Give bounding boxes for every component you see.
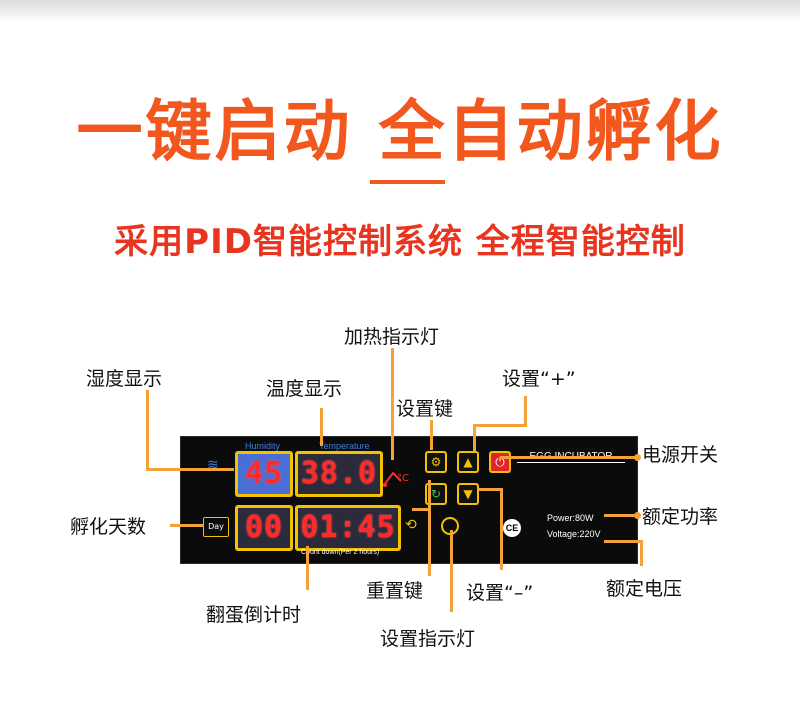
callout-line bbox=[524, 396, 527, 426]
callout-line bbox=[430, 420, 433, 450]
egg-turn-icon: ⟲ bbox=[405, 517, 417, 533]
set-button[interactable]: ⚙ bbox=[425, 451, 447, 473]
minus-button[interactable]: ▼ bbox=[457, 483, 479, 505]
callout-line bbox=[500, 456, 636, 459]
label-rated-voltage: 额定电压 bbox=[606, 578, 683, 600]
settings-icon: ⚙ bbox=[430, 455, 442, 469]
power-rating: Power:80W bbox=[547, 513, 594, 523]
temperature-label: Temperature bbox=[319, 441, 370, 451]
label-humidity-display: 湿度显示 bbox=[86, 368, 163, 390]
subline: 采用PID智能控制系统 全程智能控制 bbox=[114, 222, 686, 262]
countdown-caption: Count down(Per 2 hours) bbox=[301, 549, 380, 556]
temperature-value: 38.0 bbox=[300, 456, 378, 491]
ce-mark: CE bbox=[503, 519, 521, 537]
label-set-plus: 设置“+” bbox=[502, 368, 576, 390]
label-temperature-display: 温度显示 bbox=[266, 378, 343, 400]
power-icon: ⏻ bbox=[495, 455, 505, 469]
callout-line bbox=[170, 524, 204, 527]
top-shadow-bar bbox=[0, 0, 800, 22]
callout-line bbox=[146, 390, 149, 470]
plus-button[interactable]: ▲ bbox=[457, 451, 479, 473]
label-hatch-days: 孵化天数 bbox=[70, 516, 147, 538]
days-display: 00 bbox=[235, 505, 293, 551]
label-reset-key: 重置键 bbox=[366, 580, 424, 602]
arrow-down-icon: ▼ bbox=[463, 487, 473, 501]
callout-line bbox=[146, 468, 234, 471]
callout-line bbox=[306, 546, 309, 590]
callout-dot bbox=[634, 454, 641, 461]
callout-line bbox=[391, 348, 394, 460]
callout-line bbox=[640, 540, 643, 566]
power-button[interactable]: ⏻ bbox=[489, 451, 511, 473]
day-icon: Day bbox=[203, 517, 229, 537]
humidity-icon: ≋ bbox=[207, 457, 219, 473]
label-turn-countdown: 翻蛋倒计时 bbox=[206, 604, 302, 626]
humidity-value: 45 bbox=[244, 456, 284, 491]
celsius-label: °C bbox=[397, 473, 409, 484]
callout-line bbox=[604, 514, 636, 517]
voltage-rating: Voltage:220V bbox=[547, 529, 601, 539]
callout-line bbox=[473, 424, 476, 452]
label-set-key: 设置键 bbox=[396, 398, 454, 420]
countdown-display: 01:45 bbox=[295, 505, 401, 551]
reset-icon: ↻ bbox=[430, 487, 442, 501]
days-value: 00 bbox=[244, 510, 284, 545]
countdown-value: 01:45 bbox=[300, 510, 396, 545]
callout-dot bbox=[634, 512, 641, 519]
callout-line bbox=[450, 530, 453, 612]
humidity-label: Humidity bbox=[245, 441, 281, 451]
humidity-display: 45 bbox=[235, 451, 293, 497]
label-set-minus: 设置“–” bbox=[466, 582, 534, 604]
arrow-up-icon: ▲ bbox=[463, 455, 473, 469]
headline: 一键启动 全自动孵化 bbox=[76, 93, 724, 170]
callout-line bbox=[604, 540, 640, 543]
label-set-indicator: 设置指示灯 bbox=[380, 628, 476, 650]
label-heating-indicator: 加热指示灯 bbox=[344, 326, 440, 348]
callout-line bbox=[500, 488, 503, 570]
callout-line bbox=[320, 408, 323, 446]
callout-line bbox=[478, 488, 502, 491]
headline-divider bbox=[370, 180, 445, 184]
label-rated-power: 额定功率 bbox=[642, 506, 719, 528]
temperature-display: 38.0 bbox=[295, 451, 383, 497]
heater-indicator-icon bbox=[383, 471, 402, 487]
day-tag: Day bbox=[208, 522, 224, 531]
callout-line bbox=[412, 508, 430, 511]
label-power-switch: 电源开关 bbox=[642, 444, 719, 466]
callout-line bbox=[428, 480, 431, 576]
callout-line bbox=[473, 424, 527, 427]
